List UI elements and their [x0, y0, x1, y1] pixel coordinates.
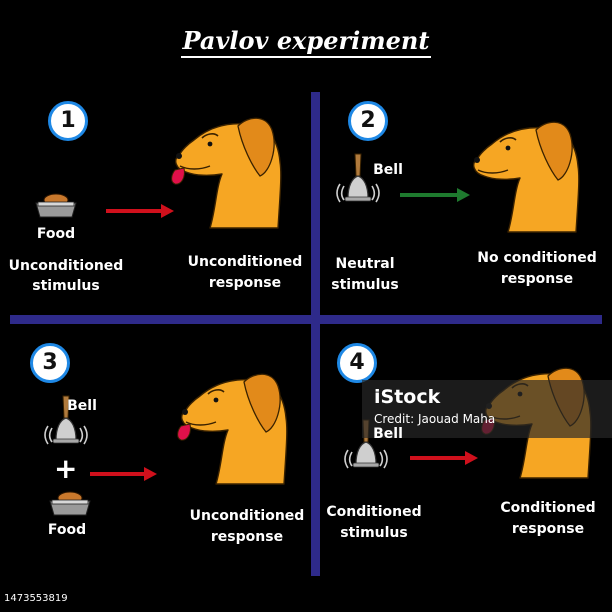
watermark-overlay: iStock Credit: Jaouad Maha — [362, 380, 612, 438]
panel-4-stimulus-line1: Conditioned — [326, 504, 422, 520]
right-arrow-icon — [410, 451, 478, 465]
panel-1-response-line2: response — [208, 275, 282, 291]
panel-2-response-line1: No conditioned — [477, 250, 597, 266]
dog-icon — [472, 121, 580, 233]
panel-3-badge: 3 — [30, 343, 70, 383]
salivating-dog-icon — [171, 117, 282, 229]
panel-2-badge: 2 — [348, 101, 388, 141]
plus-sign: + — [54, 452, 78, 485]
panel-3-response-line1: Unconditioned — [189, 508, 305, 524]
food-bowl-icon — [35, 193, 77, 218]
food-bowl-icon — [49, 491, 91, 516]
panel-1-stimulus-line2: stimulus — [32, 278, 100, 294]
right-arrow-icon — [106, 204, 174, 218]
panel-1-stimulus-item: Food — [36, 226, 76, 242]
horizontal-divider — [10, 315, 602, 324]
watermark-logo: iStock — [374, 386, 441, 408]
panel-4-badge: 4 — [337, 343, 377, 383]
page-title: Pavlov experiment — [0, 26, 612, 58]
watermark-credit: Credit: Jaouad Maha — [374, 412, 496, 426]
stock-id: 1473553819 — [4, 593, 68, 604]
right-arrow-icon — [400, 188, 470, 202]
panel-1-stimulus-line1: Unconditioned — [8, 258, 124, 274]
vertical-divider — [311, 92, 320, 576]
panel-4-stimulus-item: Bell — [373, 426, 403, 442]
salivating-dog-icon — [177, 373, 288, 485]
right-arrow-icon — [90, 467, 157, 481]
panel-3-stimulus-item2: Food — [47, 522, 87, 538]
page-title-text: Pavlov experiment — [180, 26, 432, 58]
panel-2-response-line2: response — [500, 271, 574, 287]
panel-3-stimulus-item: Bell — [67, 398, 97, 414]
panel-2-stimulus-line2: stimulus — [331, 277, 399, 293]
panel-4-response-line2: response — [511, 521, 585, 537]
panel-4-stimulus-line2: stimulus — [340, 525, 408, 541]
panel-2-stimulus-item: Bell — [373, 162, 403, 178]
stock-id-bar: 1473553819 — [0, 589, 612, 612]
panel-1-badge: 1 — [48, 101, 88, 141]
panel-2-stimulus-line1: Neutral — [335, 256, 395, 272]
panel-3-response-line2: response — [210, 529, 284, 545]
panel-4-response-line1: Conditioned — [500, 500, 596, 516]
panel-1-response-line1: Unconditioned — [187, 254, 303, 270]
